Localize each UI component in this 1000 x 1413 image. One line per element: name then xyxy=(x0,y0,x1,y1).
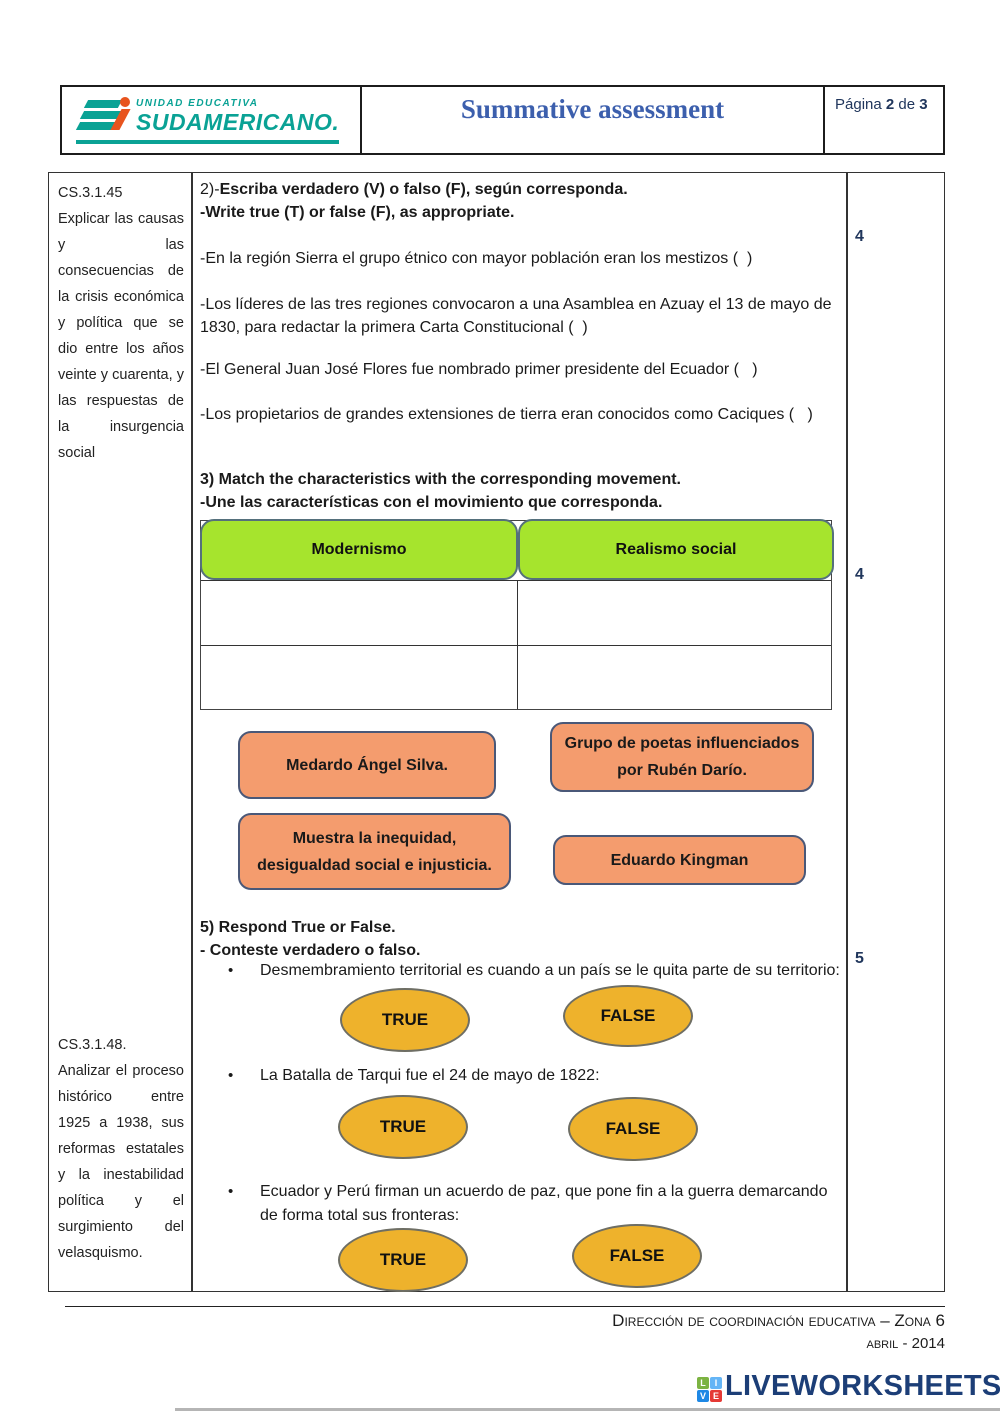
match-card-medardo-angel-silva[interactable]: Medardo Ángel Silva. xyxy=(238,731,496,799)
liveworksheets-wordmark: LIVEWORKSHEETS xyxy=(725,1370,1000,1402)
standard-code: CS.3.1.45 xyxy=(58,185,123,201)
match-cell[interactable] xyxy=(201,646,517,710)
standard-block-cs3148: CS.3.1.48. Analizar el proceso histórico… xyxy=(58,1032,184,1266)
q5-item3-true-button[interactable]: TRUE xyxy=(338,1228,468,1292)
question2-title: 2)-Escriba verdadero (V) o falso (F), se… xyxy=(200,181,628,221)
match-card-eduardo-kingman[interactable]: Eduardo Kingman xyxy=(553,835,806,885)
bullet-icon: • xyxy=(228,962,234,979)
match-card-muestra-inequidad[interactable]: Muestra la inequidad, desigualdad social… xyxy=(238,813,511,890)
footer-department: Dirección de coordinación educativa – Zo… xyxy=(612,1311,945,1330)
document-title: Summative assessment xyxy=(460,94,725,124)
q5-item-text: Ecuador y Perú firman un acuerdo de paz,… xyxy=(260,1183,828,1224)
match-column-label: Realismo social xyxy=(615,540,737,558)
match-column-label: Modernismo xyxy=(311,540,407,558)
match-cell[interactable] xyxy=(517,646,833,710)
points-q5: 5 xyxy=(855,950,864,967)
bullet-icon: • xyxy=(228,1183,234,1200)
q5-item-2: • La Batalla de Tarqui fue el 24 de mayo… xyxy=(228,1064,844,1088)
q2-statement-2: -Los líderes de las tres regiones convoc… xyxy=(200,296,836,336)
bottom-edge-line xyxy=(175,1408,1000,1411)
school-logo: UNIDAD EDUCATIVA SUDAMERICANO. xyxy=(75,96,340,144)
match-column-modernismo[interactable]: Modernismo xyxy=(200,519,518,580)
header-page-cell: Página 2 de 3 xyxy=(825,87,943,153)
standard-block-cs3145: CS.3.1.45 Explicar las causas y las cons… xyxy=(58,180,184,466)
q5-item-text: Desmembramiento territorial es cuando a … xyxy=(260,962,840,979)
table-divider-left xyxy=(191,173,193,1291)
q5-item2-false-button[interactable]: FALSE xyxy=(568,1097,698,1161)
q5-item2-true-button[interactable]: TRUE xyxy=(338,1095,468,1159)
points-q3: 4 xyxy=(855,566,864,583)
question3-title: 3) Match the characteristics with the co… xyxy=(200,471,681,511)
footer-date: abril - 2014 xyxy=(866,1335,946,1352)
school-logo-icon xyxy=(75,96,131,137)
q5-item1-true-button[interactable]: TRUE xyxy=(340,988,470,1052)
q2-statement-4: -Los propietarios de grandes extensiones… xyxy=(200,406,813,423)
liveworksheets-logo[interactable]: L I V E LIVEWORKSHEETS xyxy=(697,1370,1000,1403)
header-table: UNIDAD EDUCATIVA SUDAMERICANO. Summative… xyxy=(60,85,945,155)
q5-item3-false-button[interactable]: FALSE xyxy=(572,1224,702,1288)
liveworksheets-grid-icon: L I V E xyxy=(697,1377,722,1402)
logo-subtitle: UNIDAD EDUCATIVA xyxy=(136,98,259,110)
q5-item-3: • Ecuador y Perú firman un acuerdo de pa… xyxy=(228,1180,844,1228)
question5-title: 5) Respond True or False.- Conteste verd… xyxy=(200,919,421,959)
match-cell[interactable] xyxy=(517,581,833,645)
standard-text: Explicar las causas y las consecuencias … xyxy=(58,211,184,461)
page-indicator: Página 2 de 3 xyxy=(835,96,928,113)
header-title-cell: Summative assessment xyxy=(362,87,825,153)
bullet-icon: • xyxy=(228,1067,234,1084)
assessment-table-frame xyxy=(48,172,945,1292)
q5-item-text: La Batalla de Tarqui fue el 24 de mayo d… xyxy=(260,1067,600,1084)
q2-statement-3: -El General Juan José Flores fue nombrad… xyxy=(200,361,758,378)
match-cell[interactable] xyxy=(201,581,517,645)
matching-table: Modernismo Realismo social xyxy=(200,519,834,710)
header-logo-cell: UNIDAD EDUCATIVA SUDAMERICANO. xyxy=(62,87,362,153)
table-divider-right xyxy=(846,173,848,1291)
logo-title: SUDAMERICANO. xyxy=(136,108,340,135)
match-column-realismo-social[interactable]: Realismo social xyxy=(518,519,834,580)
footer-divider xyxy=(65,1306,945,1307)
standard-code: CS.3.1.48. xyxy=(58,1037,127,1053)
q5-item1-false-button[interactable]: FALSE xyxy=(563,985,693,1047)
match-card-grupo-de-poetas[interactable]: Grupo de poetas influenciados por Rubén … xyxy=(550,722,814,792)
q2-statement-1: -En la región Sierra el grupo étnico con… xyxy=(200,250,753,267)
points-q2: 4 xyxy=(855,228,864,245)
q5-item-1: • Desmembramiento territorial es cuando … xyxy=(228,959,844,983)
standard-text: Analizar el proceso histórico entre 1925… xyxy=(58,1063,184,1261)
